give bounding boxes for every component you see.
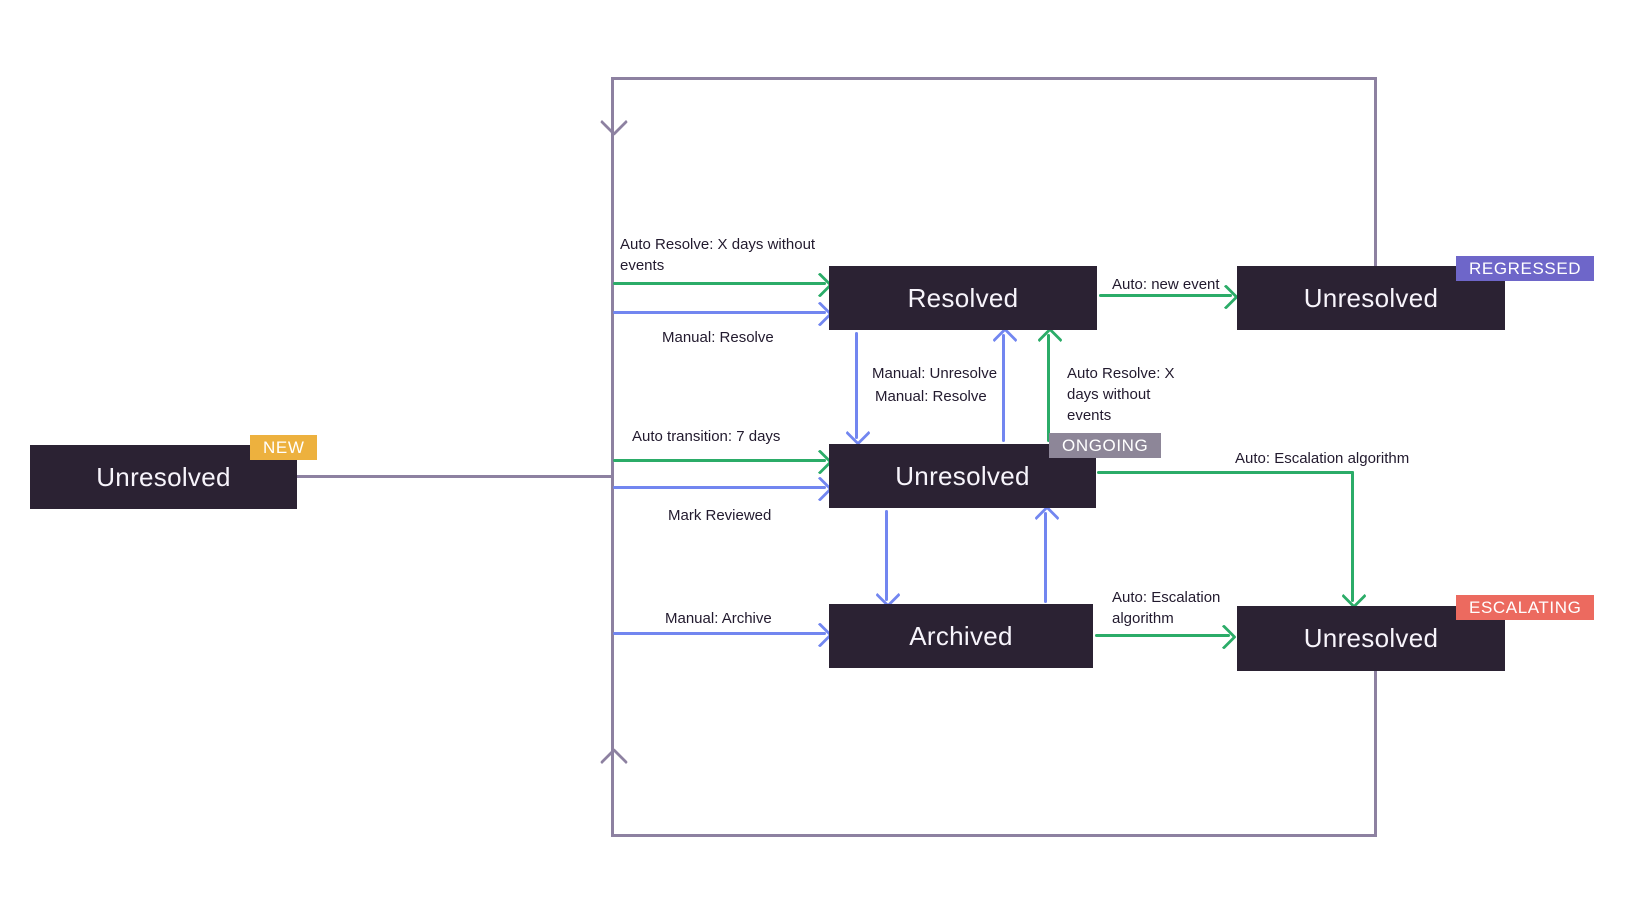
- node-unresolved-new-label: Unresolved: [96, 461, 231, 492]
- node-unresolved-regressed-label: Unresolved: [1303, 282, 1439, 313]
- edge-label-auto-escalation-bottom: Auto: Escalation algorithm: [1112, 589, 1221, 627]
- edge-manual-unarchive-up: [1044, 512, 1047, 603]
- edge-label-mark-reviewed: Mark Reviewed: [668, 507, 772, 524]
- node-archived-label: Archived: [909, 620, 1013, 651]
- status-badge-escalating: ESCALATING: [1456, 595, 1595, 620]
- edge-auto-new-event-to-regressed: [1099, 294, 1232, 297]
- edge-escalation-elbow-horizontal: [1097, 471, 1354, 474]
- edge-label-manual-unresolve: Manual: Unresolve: [872, 365, 998, 382]
- edge-auto-resolve-to-resolved: [613, 282, 826, 285]
- node-unresolved-ongoing: Unresolved: [829, 444, 1096, 508]
- loop-arrow-up-icon: [599, 747, 629, 777]
- edge-manual-resolve-to-resolved: [613, 311, 826, 314]
- connector-from-new: [297, 475, 611, 478]
- loop-line-right-top: [1374, 77, 1377, 267]
- status-badge-ongoing: ONGOING: [1049, 433, 1162, 458]
- loop-arrow-down-icon: [599, 107, 629, 137]
- edge-manual-archive-down: [885, 510, 888, 601]
- edge-label-auto-resolve-top: Auto Resolve: X days without events: [620, 236, 816, 274]
- edge-label-auto-escalation-top: Auto: Escalation algorithm: [1235, 450, 1410, 467]
- edge-escalation-elbow-vertical: [1351, 471, 1354, 602]
- status-badge-regressed: REGRESSED: [1456, 256, 1595, 281]
- loop-line-bottom: [611, 834, 1377, 837]
- loop-line-left: [611, 77, 614, 837]
- node-resolved-label: Resolved: [907, 282, 1019, 313]
- node-unresolved-ongoing-label: Unresolved: [895, 460, 1030, 491]
- edge-escalation-to-escalating: [1095, 634, 1230, 637]
- edge-manual-resolve-up: [1002, 334, 1005, 442]
- edge-label-auto-resolve-mid: Auto Resolve: X days without events: [1067, 365, 1175, 424]
- edge-label-manual-archive-left: Manual: Archive: [665, 610, 772, 627]
- loop-line-top: [611, 77, 1377, 80]
- status-badge-new: NEW: [250, 435, 318, 460]
- edge-label-manual-resolve-mid: Manual: Resolve: [875, 388, 987, 405]
- edge-label-auto-new-event: Auto: new event: [1112, 276, 1220, 293]
- edge-mark-reviewed-to-ongoing: [613, 486, 826, 489]
- edge-manual-unresolve-down: [855, 332, 858, 439]
- loop-line-right-bottom: [1374, 670, 1377, 837]
- edge-label-auto-transition: Auto transition: 7 days: [632, 428, 781, 445]
- edge-auto-resolve-up: [1047, 334, 1050, 442]
- node-unresolved-escalating-label: Unresolved: [1303, 623, 1439, 653]
- edge-manual-archive-to-archived: [613, 632, 826, 635]
- edge-auto-transition-to-ongoing: [613, 459, 826, 462]
- node-archived: Archived: [829, 604, 1093, 668]
- node-resolved: Resolved: [829, 266, 1097, 330]
- edge-label-manual-resolve-top: Manual: Resolve: [662, 329, 774, 346]
